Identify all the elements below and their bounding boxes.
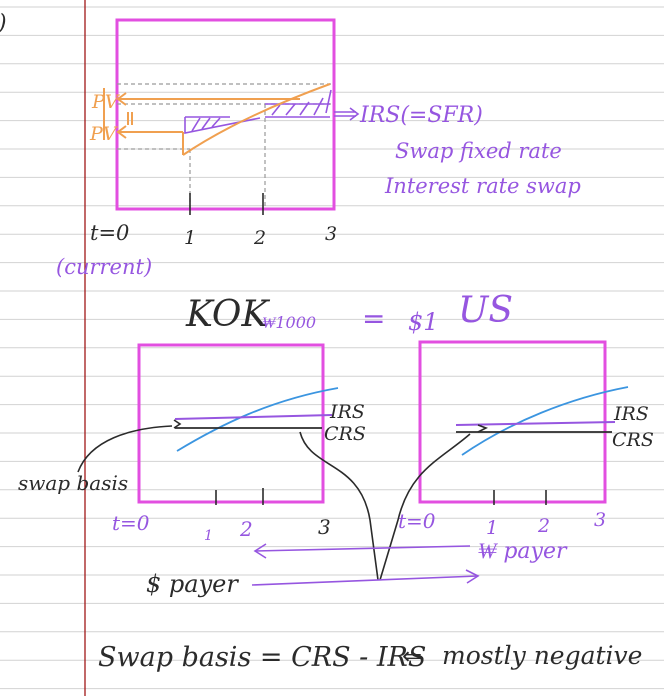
left-axis-ticks <box>215 488 264 505</box>
left-irs-line <box>174 414 333 420</box>
swap-basis-label: swap basis <box>18 471 128 495</box>
irs-arrow <box>334 107 360 121</box>
top-dashed-guides <box>117 83 334 209</box>
right-crs-to-dollar-payer <box>379 433 471 581</box>
left-tick-2: 2 <box>239 517 253 541</box>
right-irs-label: IRS <box>613 403 649 425</box>
top-tick-1: 1 <box>184 227 196 249</box>
left-crs-to-dollar-payer <box>299 431 379 581</box>
us-label: US <box>458 290 513 331</box>
page-corner-mark: ) <box>0 11 7 36</box>
current-label: (current) <box>56 255 152 279</box>
right-tick-2: 2 <box>537 515 550 537</box>
usd-amount: $1 <box>408 308 439 336</box>
won-payer-label: ₩ payer <box>478 539 568 564</box>
right-basis-brace <box>477 424 488 433</box>
left-basis-brace <box>173 419 182 429</box>
connectors <box>77 425 471 581</box>
swap-basis-formula: Swap basis = CRS - IRS <box>98 642 426 673</box>
right-irs-line <box>455 421 616 426</box>
krw-subscript: ₩1000 <box>262 313 316 332</box>
pv-label-1: PV <box>91 91 121 113</box>
left-chart-frame <box>137 343 325 504</box>
left-crs-label: CRS <box>324 423 366 445</box>
pv-label-2: PV <box>89 123 119 145</box>
ruled-lines <box>0 6 664 690</box>
top-hatched-regions <box>184 89 332 134</box>
left-blue-curve <box>176 387 339 452</box>
krw-label: KOK <box>185 294 270 335</box>
dollar-payer-label: $ payer <box>146 570 239 598</box>
left-chart: IRS CRS t=0 1 2 3 <box>112 343 366 544</box>
left-tick-3: 3 <box>318 515 331 539</box>
top-t0-label: t=0 <box>90 221 129 245</box>
dollar-payer-arrow <box>251 569 480 586</box>
top-diagram: PV PV IRS(=SFR) Swap fixed rate Interest… <box>56 18 581 279</box>
right-chart: IRS CRS t=0 1 2 3 <box>398 340 654 539</box>
right-blue-curve <box>461 386 629 456</box>
right-axis-ticks <box>493 490 547 505</box>
left-irs-label: IRS <box>329 401 365 423</box>
top-tick-3: 3 <box>325 223 337 245</box>
won-payer-arrow <box>253 543 471 559</box>
right-crs-label: CRS <box>612 429 654 451</box>
left-tick-1: 1 <box>204 528 213 544</box>
formula-arrow-icon: ⇐ <box>402 642 422 670</box>
top-tick-2: 2 <box>253 227 266 249</box>
currency-equation: KOK ₩1000 = $1 US <box>185 290 513 336</box>
right-t0-label: t=0 <box>398 509 436 533</box>
top-axis-ticks <box>189 193 264 215</box>
mostly-negative-note: mostly negative <box>442 641 642 670</box>
equals-sign: = <box>362 302 385 335</box>
top-yield-curve <box>182 83 331 156</box>
right-tick-1: 1 <box>486 517 498 539</box>
swap-fixed-rate-note: Swap fixed rate <box>395 139 562 163</box>
right-tick-3: 3 <box>594 509 606 531</box>
top-diagram-frame <box>115 18 336 211</box>
pv-arrows <box>103 88 300 140</box>
irs-sfr-label: IRS(=SFR) <box>359 103 483 128</box>
left-t0-label: t=0 <box>112 511 150 535</box>
interest-rate-swap-note: Interest rate swap <box>384 174 581 198</box>
swap-basis-pointer <box>77 425 173 473</box>
